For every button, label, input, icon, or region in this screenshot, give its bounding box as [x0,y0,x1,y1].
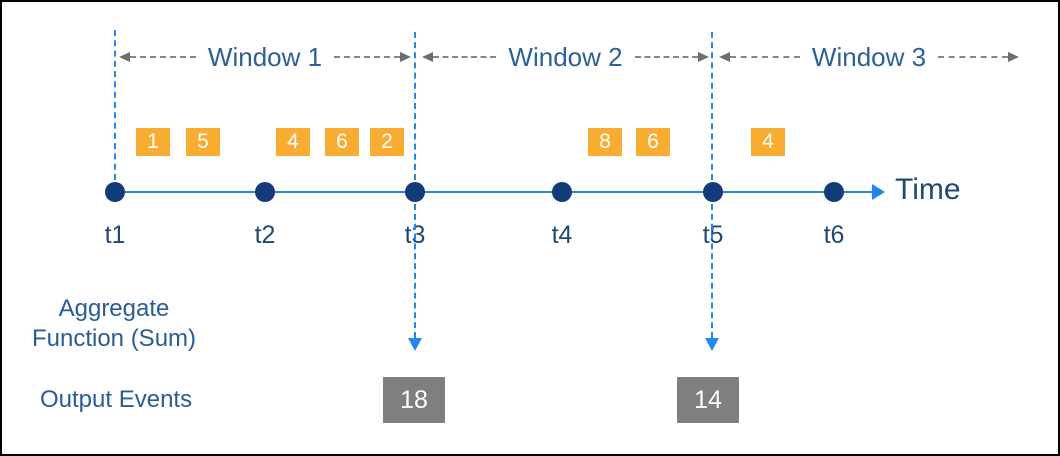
tick-label-t2: t2 [254,221,276,249]
window-boundary-line-t1 [114,30,116,180]
output-events-label: Output Events [40,386,193,413]
output-arrow-line-t5 [711,204,713,338]
tick-label-t5: t5 [702,221,724,249]
dash-line [334,56,400,58]
arrow-right-icon [1008,52,1019,62]
dash-line [130,56,196,58]
window-1-span: Window 1 [119,41,411,72]
event-box: 8 [588,128,622,156]
timeline-arrow-icon [872,184,885,200]
event-box: 4 [751,128,785,156]
output-arrow-line-t3 [414,204,416,338]
tick-label-t1: t1 [104,221,126,249]
event-box: 6 [325,128,359,156]
arrow-right-icon [698,52,709,62]
tick-label-t6: t6 [823,221,845,249]
window-boundary-line-t5 [711,32,713,180]
arrow-right-icon [400,52,411,62]
timeline-line [115,191,878,193]
timeline-dot-t2 [255,182,275,202]
timeline-dot-t4 [552,182,572,202]
aggregate-function-label: Aggregate Function (Sum) [24,294,204,354]
arrow-left-icon [719,52,730,62]
event-box: 1 [136,128,170,156]
tick-label-t4: t4 [551,221,573,249]
window-2-label: Window 2 [508,41,623,72]
event-box: 2 [370,128,404,156]
timeline-dot-t3 [405,182,425,202]
arrow-left-icon [119,52,130,62]
output-box: 18 [383,377,445,423]
timeline-dot-t5 [703,182,723,202]
window-1-label: Window 1 [207,41,323,72]
window-2-span: Window 2 [422,41,709,72]
window-3-span: Window 3 [719,41,1019,72]
down-arrow-icon [408,338,422,351]
event-box: 6 [636,128,670,156]
window-3-label: Window 3 [811,41,927,72]
arrow-left-icon [422,52,433,62]
down-arrow-icon [705,338,719,351]
dash-line [730,56,800,58]
dash-line [938,56,1008,58]
dash-line [433,56,497,58]
aggregate-function-label-line1: Aggregate [58,295,170,322]
time-axis-label: Time [895,173,961,206]
aggregate-function-label-line2: Function (Sum) [31,325,197,352]
timeline-dot-t6 [824,182,844,202]
output-box: 14 [677,377,739,423]
event-box: 4 [276,128,310,156]
window-boundary-line-t3 [414,32,416,180]
dash-line [634,56,698,58]
event-box: 5 [186,128,220,156]
timeline-dot-t1 [105,182,125,202]
